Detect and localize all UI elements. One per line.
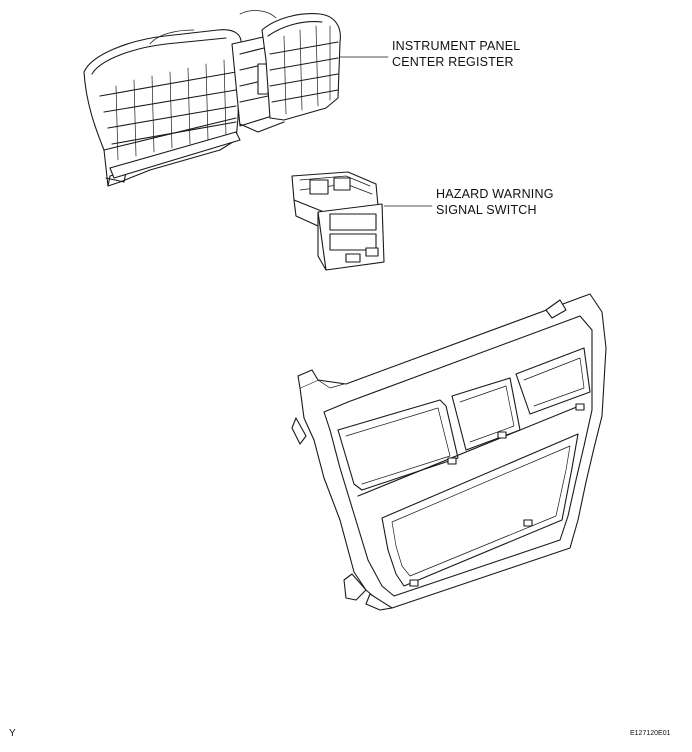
label-hazard-switch-line-2: SIGNAL SWITCH xyxy=(436,203,537,217)
label-center-register-line-1: INSTRUMENT PANEL xyxy=(392,39,521,53)
center-register-part xyxy=(83,10,341,187)
label-hazard-switch-line-1: HAZARD WARNING xyxy=(436,187,554,201)
label-center-register-line-2: CENTER REGISTER xyxy=(392,55,514,69)
footer-left-mark: Y xyxy=(9,728,16,739)
figure-id: E127120E01 xyxy=(630,730,671,737)
center-cluster-panel-part xyxy=(291,293,607,611)
label-hazard-switch: HAZARD WARNING SIGNAL SWITCH xyxy=(436,186,554,218)
label-center-register: INSTRUMENT PANEL CENTER REGISTER xyxy=(392,38,520,70)
hazard-switch-part xyxy=(291,171,385,271)
